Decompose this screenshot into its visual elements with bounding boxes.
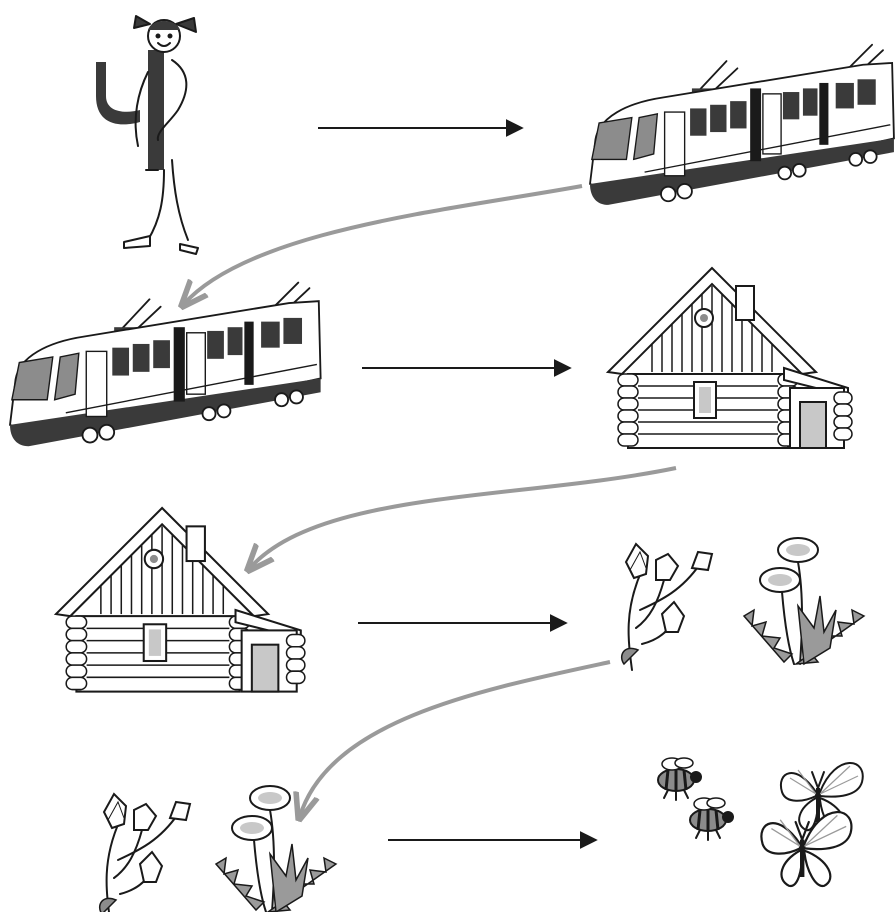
bluebell-icon xyxy=(100,794,190,912)
dandelion-icon xyxy=(216,786,336,912)
log-house-icon xyxy=(56,508,305,692)
tram-icon xyxy=(10,283,321,447)
tram-icon xyxy=(590,45,894,205)
letter-ch-icon xyxy=(96,50,164,170)
bluebell-icon xyxy=(622,544,712,670)
gray-arrow-2 xyxy=(250,468,676,568)
girl-letter-ch xyxy=(96,16,198,254)
gray-arrow-3 xyxy=(300,662,610,816)
bee-icon xyxy=(690,798,734,840)
log-house-icon xyxy=(608,268,852,448)
bee-icon xyxy=(658,758,702,800)
dandelion-icon xyxy=(744,538,864,664)
gray-arrow-1 xyxy=(184,186,582,304)
